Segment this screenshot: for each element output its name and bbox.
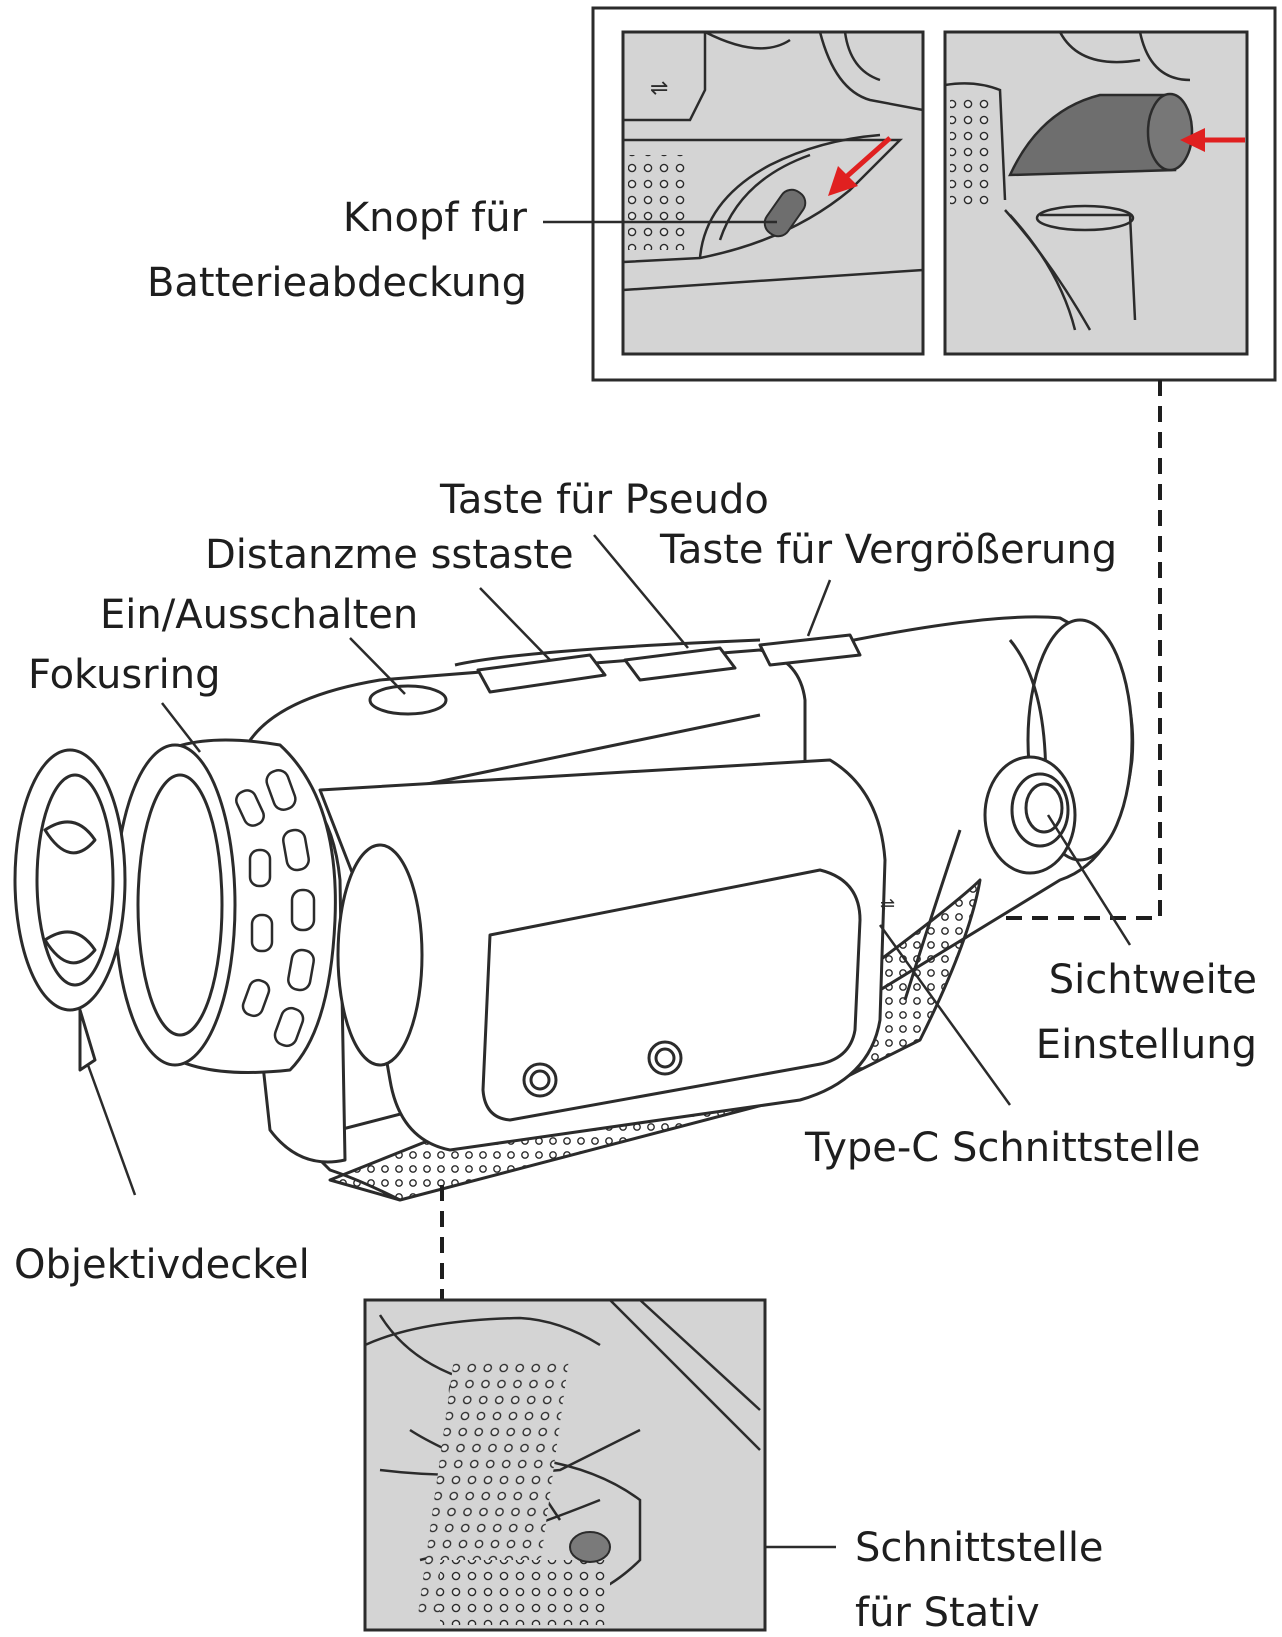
pseudo-button bbox=[623, 646, 737, 682]
label-type-c-port: Type-C Schnittstelle bbox=[805, 1125, 1201, 1171]
svg-text:⇌: ⇌ bbox=[880, 894, 895, 915]
battery-cover-button bbox=[763, 188, 807, 238]
monocular-device: ⇌ bbox=[13, 615, 1135, 1202]
distance-button bbox=[476, 653, 607, 694]
zoom-button bbox=[758, 633, 862, 667]
arrow-icon bbox=[828, 166, 858, 196]
label-pseudo-button: Taste für Pseudo bbox=[440, 477, 769, 523]
label-battery-cover-button-line1: Knopf für bbox=[342, 195, 527, 241]
label-tripod-line2: für Stativ bbox=[855, 1590, 1040, 1636]
arrow-icon bbox=[1180, 128, 1205, 152]
label-focus-ring: Fokusring bbox=[28, 652, 221, 698]
usb-icon: ⇌ bbox=[650, 76, 668, 101]
battery bbox=[1008, 93, 1177, 177]
label-visibility-line1: Sichtweite bbox=[1048, 957, 1257, 1003]
label-zoom-button: Taste für Vergrößerung bbox=[660, 527, 1118, 573]
label-visibility-line2: Einstellung bbox=[1035, 1022, 1257, 1068]
label-distance-button: Distanzme sstaste bbox=[205, 532, 574, 578]
tripod-mount bbox=[569, 1531, 611, 1563]
label-tripod-line1: Schnittstelle bbox=[855, 1525, 1104, 1571]
label-power-button: Ein/Ausschalten bbox=[100, 592, 419, 638]
label-battery-cover-button-line2: Batterieabdeckung bbox=[146, 260, 527, 306]
inset-battery-cover: ⇌ bbox=[591, 6, 1277, 382]
inset-tripod bbox=[363, 1298, 767, 1632]
power-button bbox=[368, 684, 448, 716]
label-lens-cap: Objektivdeckel bbox=[14, 1242, 310, 1288]
inset-panel-right bbox=[943, 30, 1249, 356]
